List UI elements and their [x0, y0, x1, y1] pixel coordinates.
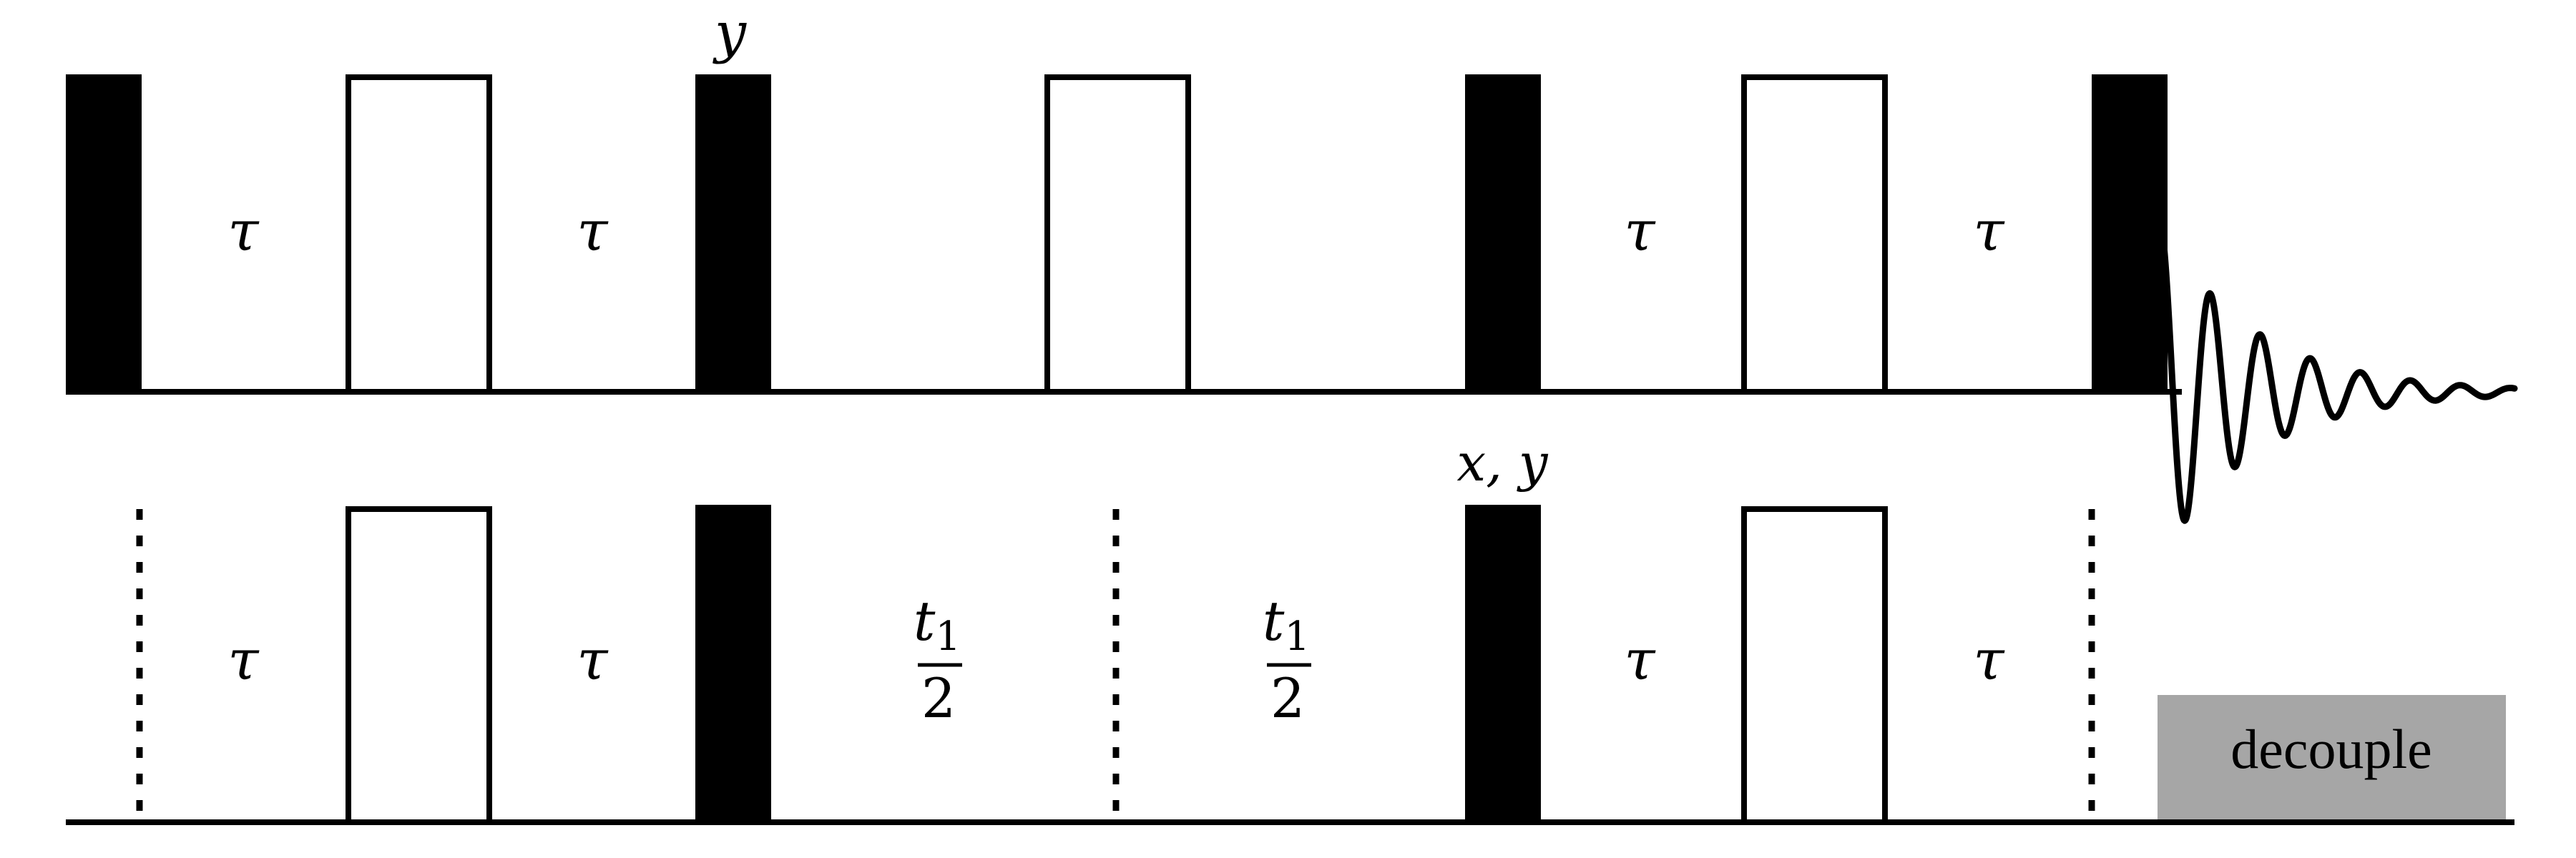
t1-denominator: 2: [921, 666, 956, 730]
top-pulse-90-2: [695, 74, 771, 395]
top-phase-label: y: [712, 1, 747, 65]
top-channel: y τ τ τ τ: [66, 1, 2518, 524]
bottom-pulse-90-1: [695, 505, 771, 822]
fid-signal: [2157, 220, 2518, 524]
top-pulse-90-1: [66, 74, 142, 395]
top-pulse-180-2: [1044, 74, 1191, 395]
bottom-tau-label: τ: [227, 628, 260, 693]
top-tau-label: τ: [1973, 199, 2005, 264]
bottom-channel: x, y τ τ τ τ t1 2 t1 2 decouple: [66, 433, 2514, 825]
top-tau-label: τ: [227, 199, 260, 264]
bottom-pulse-180-2: [1741, 506, 1888, 825]
bottom-pulse-180-1: [346, 506, 492, 825]
t1-numerator: t1: [1263, 589, 1310, 660]
top-pulse-180-3: [1741, 74, 1888, 395]
top-pulse-90-3: [1465, 74, 1541, 395]
bottom-phase-label: x, y: [1456, 433, 1548, 493]
top-pulse-180-1: [346, 74, 492, 395]
bottom-tau-label: τ: [1973, 628, 2005, 693]
top-tau-label: τ: [1624, 199, 1656, 264]
decouple-label: decouple: [2230, 718, 2432, 780]
bottom-tau-label: τ: [577, 628, 609, 693]
decouple-block: [2158, 695, 2506, 819]
t1-denominator: 2: [1270, 666, 1305, 730]
t1-numerator: t1: [914, 589, 961, 660]
t1-half-fraction: t1 2: [914, 589, 962, 730]
top-tau-label: τ: [577, 199, 609, 264]
t1-half-fraction: t1 2: [1263, 589, 1311, 730]
top-pulse-90-4: [2092, 74, 2168, 395]
bottom-pulse-90-2: [1465, 505, 1541, 822]
bottom-tau-label: τ: [1624, 628, 1656, 693]
